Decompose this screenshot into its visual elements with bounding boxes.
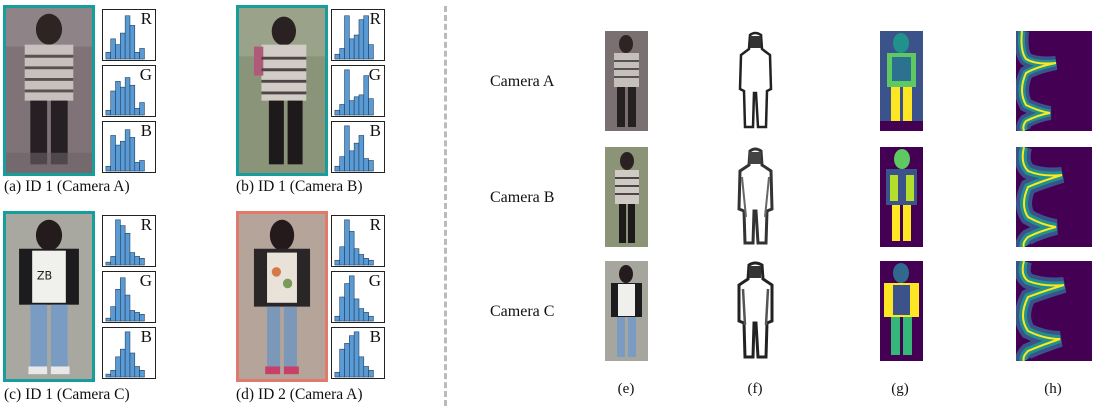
histogram-a-b: B xyxy=(102,121,156,173)
channel-label: B xyxy=(140,121,152,140)
row-label-camera-b: Camera B xyxy=(490,189,555,206)
channel-label: B xyxy=(369,121,381,140)
feature-map-camera-c xyxy=(880,261,923,361)
caption-d: (d) ID 2 (Camera A) xyxy=(236,386,363,403)
rgb-image-camera-c xyxy=(605,261,648,361)
curve-map-camera-c xyxy=(1016,261,1092,361)
histogram-d-g: G xyxy=(331,271,385,323)
curve-map-camera-a xyxy=(1016,31,1092,131)
person-photo-c: ZB xyxy=(3,211,95,382)
channel-label: R xyxy=(140,9,152,28)
feature-map-camera-b xyxy=(880,147,923,247)
histogram-b-r: R xyxy=(331,9,385,61)
histogram-d-r: R xyxy=(331,215,385,267)
channel-label: R xyxy=(369,215,381,234)
caption-a: (a) ID 1 (Camera A) xyxy=(4,178,130,195)
rgb-image-camera-b xyxy=(605,147,648,247)
column-label-h: (h) xyxy=(1044,381,1062,397)
row-label-camera-a: Camera A xyxy=(490,73,555,90)
channel-label: G xyxy=(368,271,381,290)
rgb-image-camera-a xyxy=(605,31,648,131)
person-photo-d xyxy=(236,211,328,382)
histogram-a-g: G xyxy=(102,65,156,117)
histogram-c-b: B xyxy=(102,327,156,379)
channel-label: G xyxy=(139,271,152,290)
column-label-e: (e) xyxy=(617,381,635,397)
channel-label: R xyxy=(140,215,152,234)
channel-label: G xyxy=(368,65,381,84)
mask-image-camera-a xyxy=(734,31,777,131)
histogram-a-r: R xyxy=(102,9,156,61)
channel-label: B xyxy=(140,327,152,346)
channel-label: R xyxy=(369,9,381,28)
histogram-b-g: G xyxy=(331,65,385,117)
caption-b: (b) ID 1 (Camera B) xyxy=(236,178,363,195)
channel-label: G xyxy=(139,65,152,84)
panel-divider xyxy=(444,6,447,406)
channel-label: B xyxy=(369,327,381,346)
feature-map-camera-a xyxy=(880,31,923,131)
person-photo-a xyxy=(3,5,95,176)
mask-image-camera-c xyxy=(734,261,777,361)
curve-map-camera-b xyxy=(1016,147,1092,247)
histogram-b-b: B xyxy=(331,121,385,173)
histogram-d-b: B xyxy=(331,327,385,379)
mask-image-camera-b xyxy=(734,147,777,247)
row-label-camera-c: Camera C xyxy=(490,303,555,320)
column-label-g: (g) xyxy=(891,381,909,397)
column-label-f: (f) xyxy=(747,381,763,397)
person-photo-b xyxy=(236,5,328,176)
histogram-c-g: G xyxy=(102,271,156,323)
svg-text:ZB: ZB xyxy=(37,268,52,282)
histogram-c-r: R xyxy=(102,215,156,267)
caption-c: (c) ID 1 (Camera C) xyxy=(4,386,130,403)
